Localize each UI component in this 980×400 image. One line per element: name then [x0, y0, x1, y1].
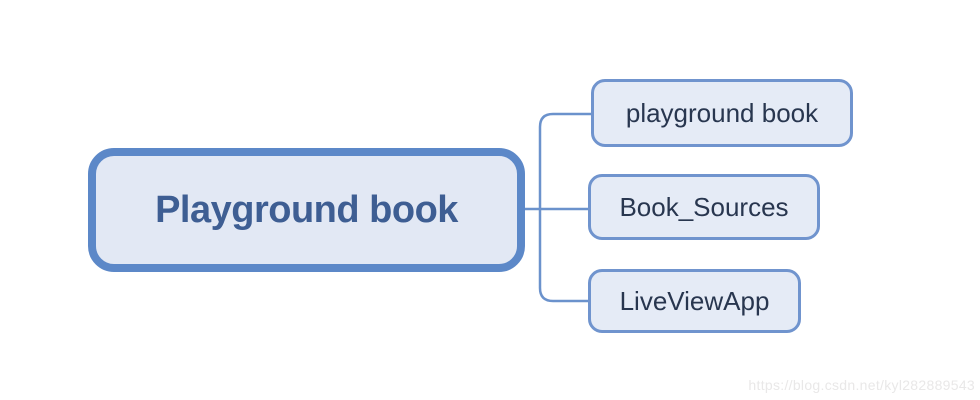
- root-node-label: Playground book: [155, 188, 458, 231]
- mindmap-root-node[interactable]: Playground book: [88, 148, 525, 272]
- connector-branch-bracket: [538, 112, 591, 303]
- child-node-label: LiveViewApp: [619, 285, 770, 316]
- mindmap-child-node-book-sources[interactable]: Book_Sources: [588, 174, 820, 240]
- child-node-label: playground book: [625, 97, 819, 128]
- mindmap-child-node-liveviewapp[interactable]: LiveViewApp: [588, 269, 801, 333]
- mindmap-child-node-playground-book[interactable]: playground book: [591, 79, 853, 147]
- watermark-url: https://blog.csdn.net/kyl282889543: [748, 377, 975, 393]
- child-node-label: Book_Sources: [619, 191, 789, 222]
